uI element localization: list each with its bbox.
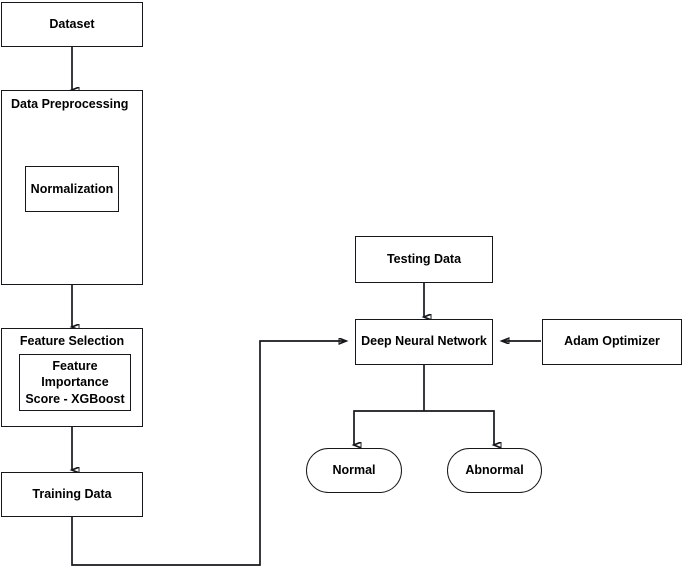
node-feature-importance-score[interactable]: Feature Importance Score - XGBoost [19, 354, 131, 411]
node-data-preprocessing-label: Data Preprocessing [11, 97, 129, 111]
node-training-data[interactable]: Training Data [1, 472, 143, 517]
node-normalization-label: Normalization [30, 181, 114, 196]
node-adam-optimizer[interactable]: Adam Optimizer [542, 319, 682, 365]
edge-dnn-to-abnormal [424, 410, 494, 445]
edge-dnn-to-normal [354, 410, 424, 445]
node-testing-data[interactable]: Testing Data [355, 236, 493, 283]
node-dataset[interactable]: Dataset [1, 2, 143, 47]
node-deep-neural-network-label: Deep Neural Network [361, 334, 487, 349]
node-normalization[interactable]: Normalization [25, 166, 119, 212]
node-data-preprocessing[interactable]: Data Preprocessing [1, 90, 143, 285]
node-testing-data-label: Testing Data [386, 251, 462, 266]
node-normal[interactable]: Normal [306, 448, 402, 493]
node-abnormal[interactable]: Abnormal [447, 448, 542, 493]
node-feature-selection-label: Feature Selection [19, 334, 125, 348]
node-normal-label: Normal [332, 462, 376, 477]
node-training-data-label: Training Data [32, 486, 112, 501]
node-feature-importance-score-label: Feature Importance Score - XGBoost [25, 359, 125, 406]
node-deep-neural-network[interactable]: Deep Neural Network [355, 319, 493, 365]
node-abnormal-label: Abnormal [465, 462, 524, 477]
node-adam-optimizer-label: Adam Optimizer [564, 334, 660, 349]
node-dataset-label: Dataset [49, 16, 95, 31]
